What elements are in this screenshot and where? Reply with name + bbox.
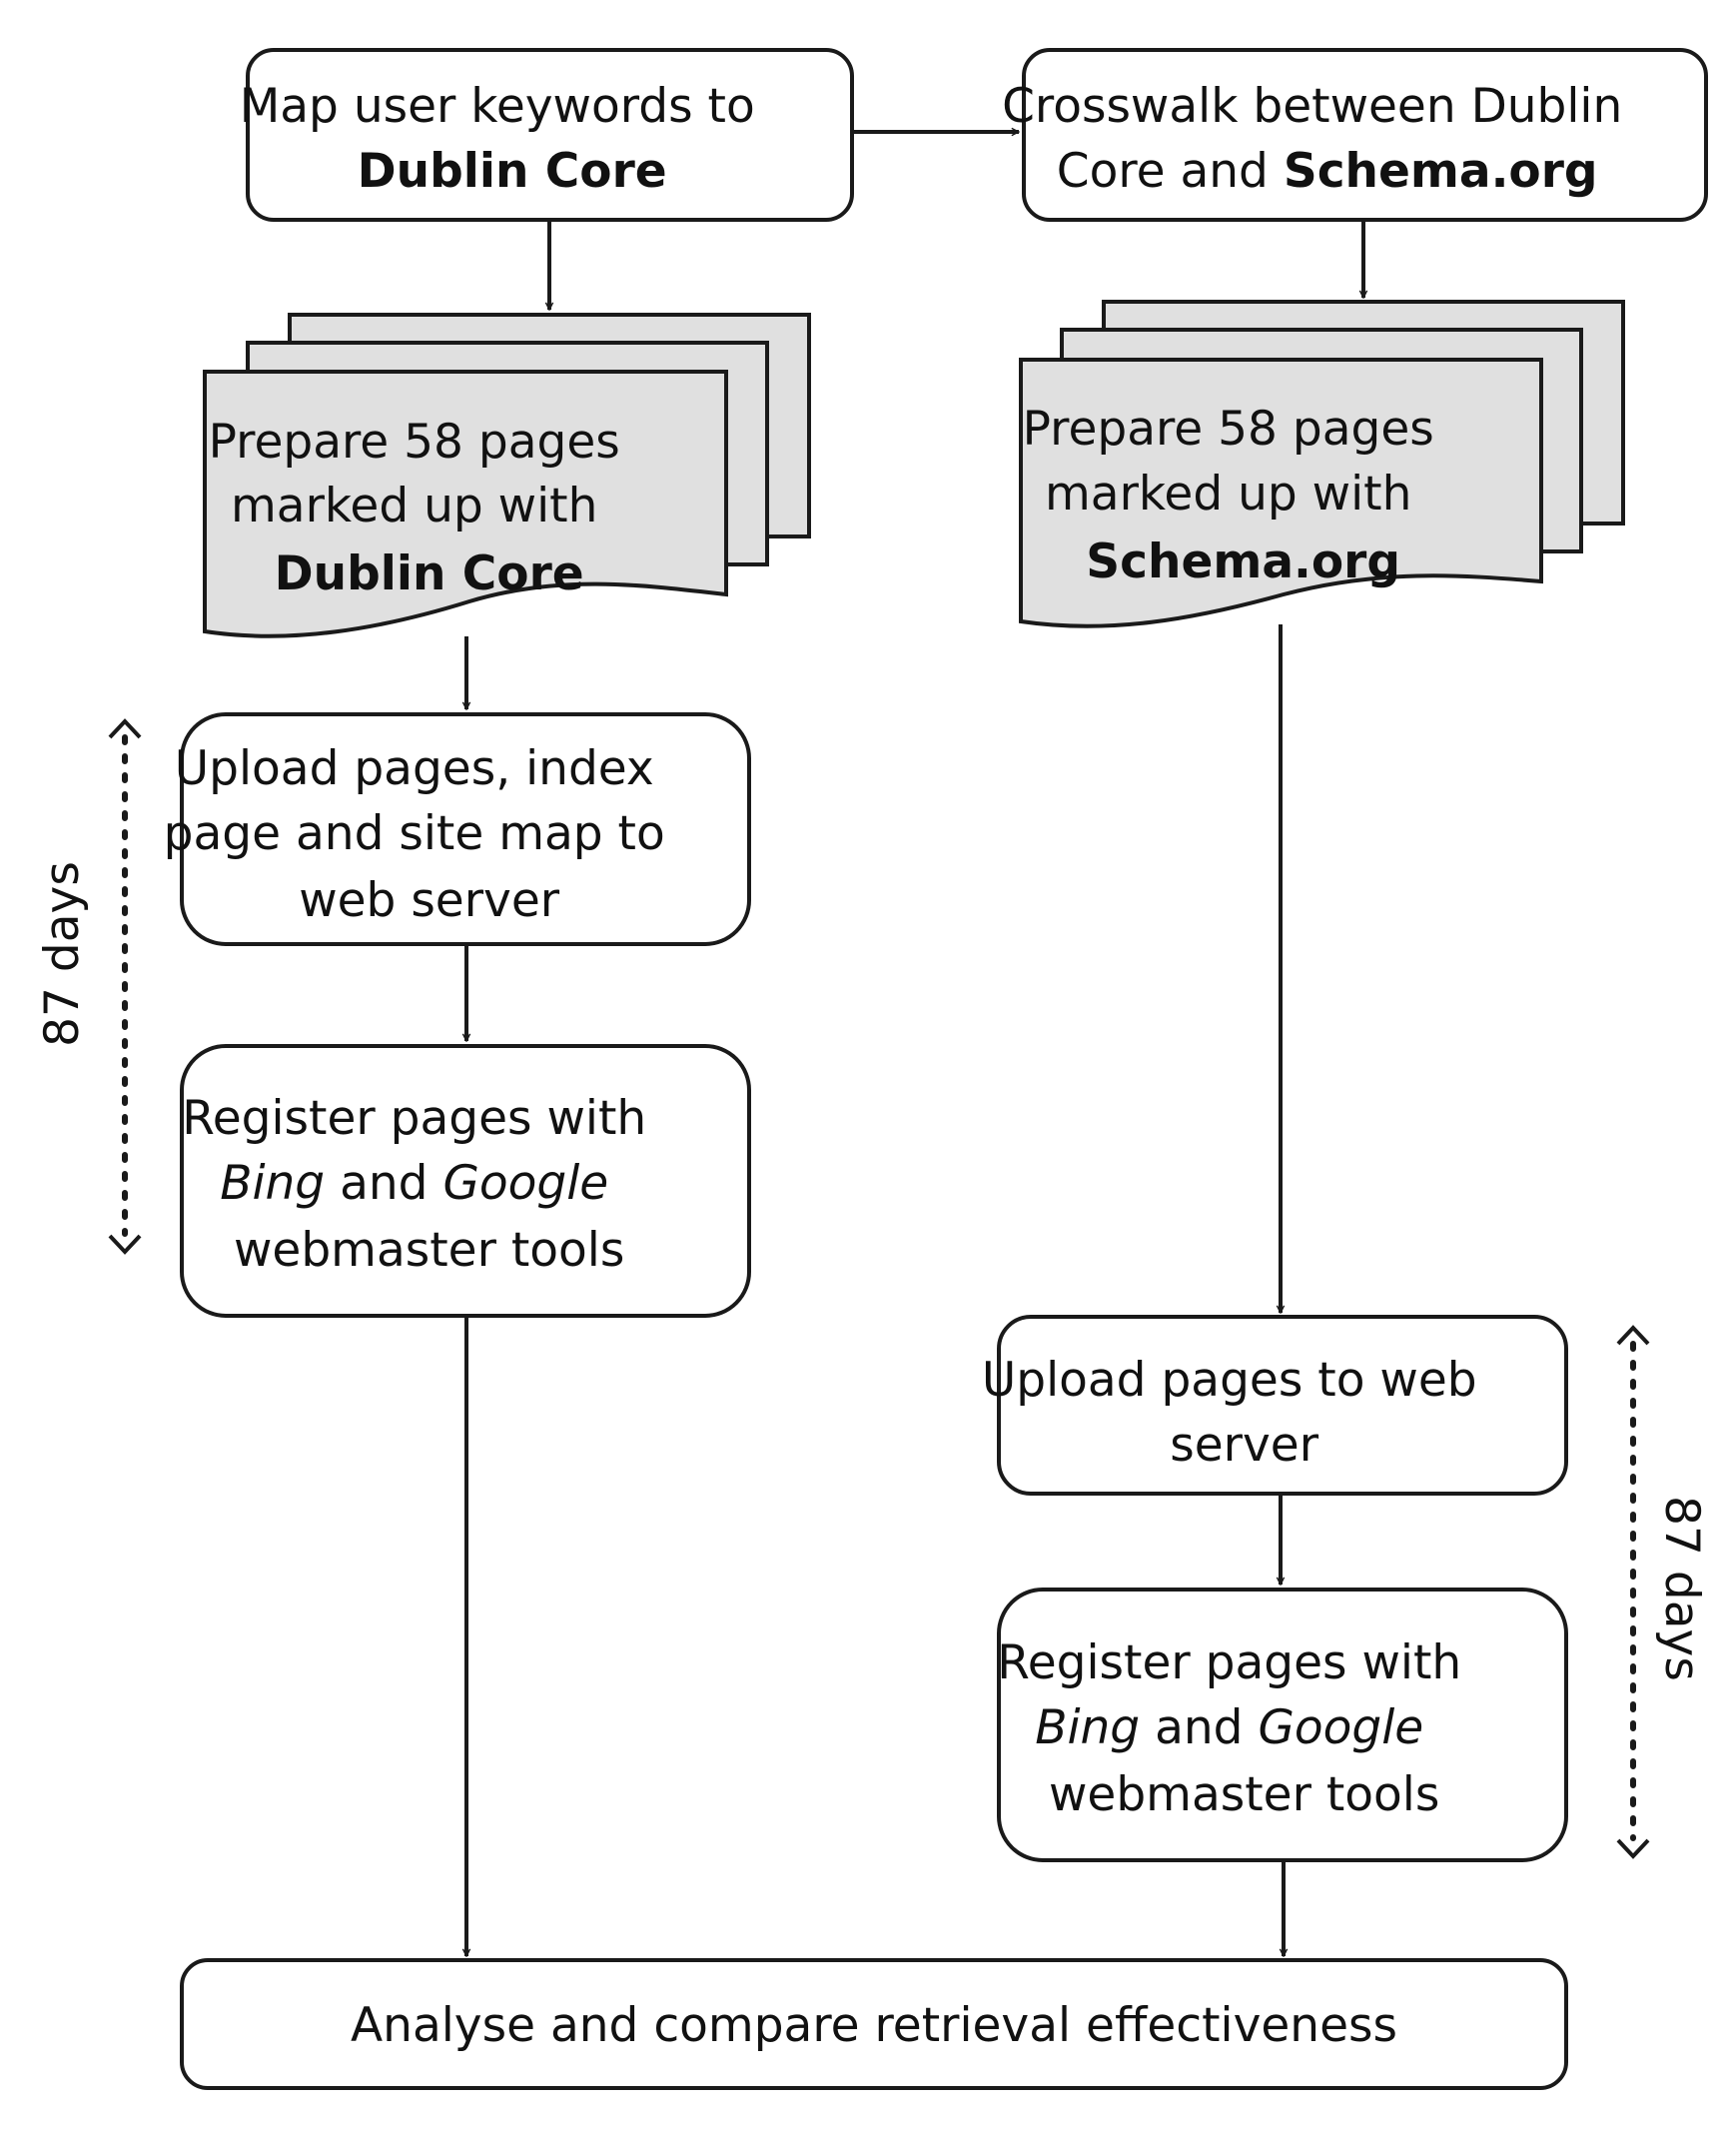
duration-right-arrow-up-icon	[1616, 1325, 1650, 1346]
svg-text:Crosswalk between Dublin: Crosswalk between Dublin Core and Schema…	[0, 0, 1727, 199]
svg-text:Register pages with Bing: Register pages with Bing and Google webm…	[0, 0, 751, 1278]
node-map-keywords: Map user keywords to Dublin Core	[0, 0, 859, 222]
register-schema-line3: webmaster tools	[1049, 1767, 1439, 1822]
node-register-schema: Register pages with Bing and Google webm…	[997, 1588, 1568, 1862]
duration-left-arrow-down-icon	[108, 1234, 142, 1255]
register-schema-bing: Bing	[1035, 1700, 1140, 1755]
duration-right: 87 days	[1616, 1325, 1709, 1859]
duration-right-arrow-down-icon	[1616, 1838, 1650, 1859]
prepare-schema-line3: Schema.org	[1086, 534, 1400, 589]
upload-schema-line2: server	[1170, 1418, 1318, 1473]
node-upload-schema: Upload pages to web server	[982, 1315, 1568, 1496]
node-crosswalk: Crosswalk between Dublin Core and Schema…	[0, 0, 1727, 222]
map-keywords-line1: Map user keywords to	[240, 79, 755, 134]
crosswalk-line2-bold: Schema.org	[1284, 144, 1598, 199]
register-dc-line1: Register pages with	[182, 1091, 646, 1146]
prepare-schema-line2: marked up with	[1045, 467, 1411, 522]
upload-dc-line3: web server	[299, 873, 560, 928]
prepare-schema-line1: Prepare 58 pages	[1023, 402, 1434, 457]
svg-text:Prepare 58 pages marked: Prepare 58 pages marked up with Schema.o…	[0, 0, 1538, 589]
prepare-dc-line1: Prepare 58 pages	[209, 415, 620, 470]
register-dc-google: Google	[442, 1156, 608, 1211]
node-prepare-dc: Prepare 58 pages marked up with Dublin C…	[0, 0, 811, 638]
duration-left-label: 87 days	[35, 861, 90, 1047]
svg-text:Prepare 58 pages marked: Prepare 58 pages marked up with Dublin C…	[0, 0, 724, 601]
node-analyse: Analyse and compare retrieval effectiven…	[180, 1958, 1568, 2090]
crosswalk-line2-normal: Core and	[1057, 144, 1284, 199]
analyse-label: Analyse and compare retrieval effectiven…	[351, 1998, 1397, 2053]
edges	[466, 132, 1363, 1956]
node-prepare-schema: Prepare 58 pages marked up with Schema.o…	[0, 0, 1625, 628]
upload-schema-line1: Upload pages to web	[982, 1353, 1477, 1408]
node-upload-dc: Upload pages, index page and site map to…	[0, 0, 769, 946]
svg-text:Register pages with Bing: Register pages with Bing and Google webm…	[997, 1635, 1461, 1822]
register-schema-line1: Register pages with	[997, 1635, 1461, 1690]
duration-left: 87 days	[35, 718, 142, 1255]
register-dc-and: and	[325, 1156, 442, 1211]
prepare-dc-line3: Dublin Core	[275, 546, 584, 601]
upload-dc-line2: page and site map to	[164, 806, 665, 861]
register-dc-bing: Bing	[220, 1156, 325, 1211]
map-keywords-line2: Dublin Core	[358, 144, 667, 199]
svg-text:Upload pages to web serv: Upload pages to web server	[982, 1353, 1477, 1473]
upload-dc-line1: Upload pages, index	[175, 741, 654, 796]
prepare-dc-line2: marked up with	[231, 479, 597, 534]
crosswalk-line1: Crosswalk between Dublin	[1002, 79, 1622, 134]
svg-text:Map user keywords to Dub: Map user keywords to Dublin Core	[0, 0, 859, 199]
duration-right-label: 87 days	[1654, 1496, 1709, 1681]
node-register-dc: Register pages with Bing and Google webm…	[0, 0, 751, 1318]
svg-text:Upload pages, index page: Upload pages, index page and site map to…	[0, 0, 769, 928]
register-schema-and: and	[1140, 1700, 1258, 1755]
duration-left-arrow-up-icon	[108, 718, 142, 739]
register-schema-google: Google	[1258, 1700, 1423, 1755]
register-dc-line3: webmaster tools	[234, 1223, 624, 1278]
